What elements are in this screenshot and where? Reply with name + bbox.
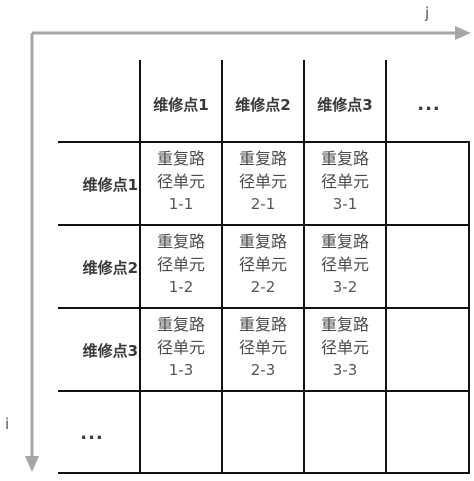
i-axis-arrowhead [25,456,39,472]
matrix-grid: 维修点1 维修点2 维修点3 ... 维修点1 维修点2 维修点3 ... 重复… [58,60,472,474]
unit-index: 3-1 [332,195,358,213]
route-unit-cell: 重复路 径单元 1-2 [140,225,222,308]
unit-text-line1: 重复路 [320,232,369,251]
column-header-more: ... [417,93,441,115]
grid-line-horizontal [58,141,470,143]
unit-index: 1-1 [168,195,194,213]
route-unit-cell: 重复路 径单元 2-2 [222,225,304,308]
route-unit-cell: 重复路 径单元 2-3 [222,308,304,391]
row-header-1: 维修点1 [82,176,138,194]
unit-index: 2-2 [250,278,276,296]
unit-text-line2: 径单元 [156,255,205,274]
route-unit-cell: 重复路 径单元 2-1 [222,142,304,225]
unit-index: 1-3 [168,361,194,379]
i-axis-label: i [5,415,10,433]
grid-line-horizontal [58,390,470,392]
grid-line-vertical [139,60,141,474]
unit-text-line2: 径单元 [320,255,369,274]
unit-text-line2: 径单元 [238,255,287,274]
grid-line-horizontal [58,224,470,226]
grid-line-horizontal [58,472,470,474]
unit-text-line1: 重复路 [238,315,287,334]
unit-text-line2: 径单元 [238,338,287,357]
row-header-3: 维修点3 [82,342,138,360]
unit-index: 1-2 [168,278,194,296]
grid-line-vertical [303,60,305,474]
unit-text-line2: 径单元 [156,172,205,191]
unit-index: 3-2 [332,278,358,296]
row-header-more: ... [80,423,104,444]
unit-index: 2-3 [250,361,276,379]
unit-index: 2-1 [250,195,276,213]
unit-text-line1: 重复路 [238,149,287,168]
route-unit-cell: 重复路 径单元 3-1 [304,142,386,225]
unit-text-line1: 重复路 [156,149,205,168]
column-header-2: 维修点2 [235,95,291,114]
j-axis-arrowhead [455,26,471,40]
unit-text-line1: 重复路 [156,232,205,251]
unit-text-line2: 径单元 [238,172,287,191]
route-unit-cell: 重复路 径单元 3-3 [304,308,386,391]
unit-text-line2: 径单元 [320,338,369,357]
route-unit-cell: 重复路 径单元 3-2 [304,225,386,308]
route-unit-cell: 重复路 径单元 1-1 [140,142,222,225]
column-header-1: 维修点1 [153,95,209,114]
unit-text-line1: 重复路 [320,149,369,168]
unit-text-line1: 重复路 [238,232,287,251]
j-axis-label: j [425,4,430,22]
unit-index: 3-3 [332,361,358,379]
unit-text-line2: 径单元 [320,172,369,191]
row-header-2: 维修点2 [82,259,138,277]
grid-line-horizontal [58,307,470,309]
grid-line-vertical [221,60,223,474]
unit-text-line2: 径单元 [156,338,205,357]
unit-text-line1: 重复路 [156,315,205,334]
route-unit-cell: 重复路 径单元 1-3 [140,308,222,391]
grid-line-vertical [385,60,387,474]
column-header-3: 维修点3 [317,95,373,114]
unit-text-line1: 重复路 [320,315,369,334]
